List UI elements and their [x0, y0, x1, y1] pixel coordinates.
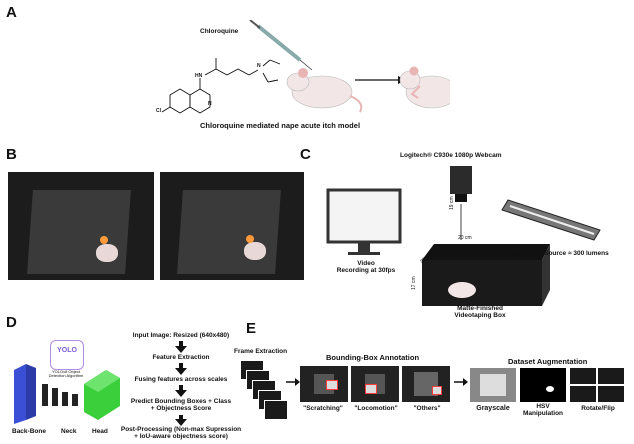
aug-label-rotate: Rotate/Flip — [581, 405, 615, 412]
monitor-icon — [326, 188, 402, 255]
videotaping-box-icon — [422, 244, 550, 306]
distance-20cm-top: 20 cm — [458, 235, 472, 241]
light-reflection — [246, 235, 254, 243]
chloroquine-structure — [161, 58, 281, 114]
panel-c-illustration — [326, 166, 601, 306]
panel-label-d: D — [6, 314, 17, 331]
annotation-scratching — [300, 366, 348, 402]
aug-label-hsv: HSV Manipulation — [522, 403, 564, 418]
step-3: Fusing features across scales — [134, 376, 228, 383]
panel-label-e: E — [246, 320, 257, 337]
mouse-blob — [96, 244, 118, 262]
atom-n2: N — [208, 101, 212, 107]
light-source-icon — [501, 199, 601, 241]
arrow-icon — [355, 76, 406, 84]
aug-hsv — [520, 368, 566, 402]
arrow-right-icon — [454, 378, 468, 386]
distance-17cm: 17 cm — [411, 276, 417, 290]
aug-label-grayscale: Grayscale — [476, 405, 510, 412]
panel-a-caption: Chloroquine mediated nape acute itch mod… — [200, 121, 361, 130]
scratching-mouse-icon — [399, 66, 450, 109]
aug-grayscale — [470, 368, 516, 402]
yolo-subtitle: YOLOv8 Object Detection Algorithm — [48, 369, 84, 379]
backbone-label: Back-Bone — [12, 428, 46, 435]
panel-label-b: B — [6, 146, 17, 163]
aug-rotate-flip — [570, 368, 624, 402]
video-label: Video Recording at 30fps — [336, 260, 396, 275]
augmentation-title: Dataset Augmentation — [508, 357, 588, 366]
step-4: Predict Bounding Boxes + Class + Objectn… — [130, 398, 232, 413]
yolo-text: YOLO — [57, 347, 77, 354]
webcam-icon — [450, 166, 472, 202]
class-locomotion: "Locomotion" — [354, 405, 398, 412]
mouse-blob — [244, 242, 266, 260]
yolo-logo: YOLO — [50, 340, 84, 370]
distance-19cm: 19 cm — [449, 196, 455, 210]
head-label: Head — [92, 428, 108, 435]
arena-photo-right — [160, 172, 304, 280]
annotation-others — [402, 366, 450, 402]
atom-n: N — [257, 63, 261, 69]
neck-blocks — [42, 384, 78, 406]
frame-extraction-label: Frame Extraction — [234, 348, 288, 355]
compound-label: Chloroquine — [200, 28, 239, 35]
step-5: Post-Processing (Non-max Supression + Io… — [120, 426, 242, 441]
atom-hn: HN — [195, 73, 203, 79]
arrow-down-icon — [175, 390, 187, 397]
syringe-icon — [249, 20, 313, 71]
arrow-down-icon — [175, 346, 187, 353]
panel-a-illustration — [161, 20, 450, 114]
atom-cl: Cl — [156, 108, 161, 114]
neck-label: Neck — [61, 428, 77, 435]
mouse-icon — [286, 68, 363, 113]
bbox-annotation-title: Bounding-Box Annotation — [326, 353, 420, 362]
step-2: Feature Extraction — [152, 354, 210, 361]
arrow-down-icon — [175, 368, 187, 375]
panel-label-c: C — [300, 146, 311, 163]
box-label: Matte-Finished Videotaping Box — [454, 305, 506, 320]
yolo-architecture — [14, 364, 120, 424]
backbone-block — [14, 364, 36, 424]
class-others: "Others" — [413, 405, 441, 412]
head-block — [84, 370, 120, 420]
light-reflection — [100, 236, 108, 244]
panel-label-a: A — [6, 4, 17, 21]
annotation-locomotion — [351, 366, 399, 402]
class-scratching: "Scratching" — [303, 405, 343, 412]
arrow-right-icon — [286, 378, 300, 386]
step-1: Input Image: Resized (640x480) — [132, 332, 230, 339]
arrow-down-icon — [175, 419, 187, 426]
light-label: Luminance Source ≈ 300 lumens — [508, 250, 609, 257]
frame-thumbnail — [264, 400, 288, 420]
webcam-label: Logitech® C930e 1080p Webcam — [400, 152, 502, 159]
arena-photo-left — [8, 172, 154, 280]
